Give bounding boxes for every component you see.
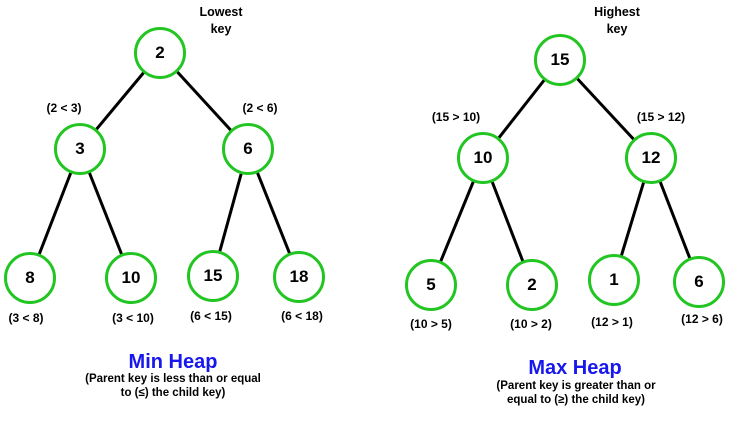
max-relation-6: (12 > 6) (681, 312, 723, 326)
max-heap-caption: (Parent key is greater than or equal to … (496, 379, 655, 407)
min-heap-leaf-2: 10 (105, 252, 157, 304)
lowest-key-line2: key (210, 22, 232, 36)
min-heap-caption-line2: to (≤) the child key) (120, 387, 226, 399)
lowest-key-line1: Lowest (199, 5, 243, 19)
max-relation-2: (15 > 12) (636, 110, 686, 124)
min-heap-node-right: 6 (222, 123, 274, 175)
max-heap-node-right: 12 (625, 132, 677, 184)
min-heap-leaf-3: 15 (187, 250, 239, 302)
max-heap-title: Max Heap (528, 357, 622, 379)
max-relation-5: (12 > 1) (591, 315, 633, 329)
min-heap-leaf-4: 18 (273, 251, 325, 303)
min-relation-2: (2 < 6) (242, 101, 278, 115)
min-relation-4: (3 < 10) (112, 311, 154, 325)
min-relation-6: (6 < 18) (281, 309, 323, 323)
max-heap-leaf-3: 1 (588, 254, 640, 306)
min-heap-node-left: 3 (54, 123, 106, 175)
max-relation-3: (10 > 5) (410, 317, 452, 331)
max-heap-node-left: 10 (457, 132, 509, 184)
min-heap-node-root: 2 (134, 27, 186, 79)
min-heap-caption: (Parent key is less than or equal to (≤)… (85, 372, 261, 400)
highest-key-line1: Highest (594, 5, 640, 19)
max-heap-leaf-1: 5 (405, 259, 457, 311)
max-heap-caption-line2: equal to (≥) the child key) (507, 394, 645, 406)
highest-key-label: Highest key (594, 4, 640, 38)
min-relation-5: (6 < 15) (190, 309, 232, 323)
min-heap-title: Min Heap (128, 351, 218, 373)
min-heap-caption-line1: (Parent key is less than or equal (85, 373, 261, 385)
min-heap-leaf-1: 8 (4, 252, 56, 304)
highest-key-line2: key (606, 22, 628, 36)
max-heap-node-root: 15 (534, 34, 586, 86)
min-relation-1: (2 < 3) (46, 101, 82, 115)
max-heap-leaf-4: 6 (673, 256, 725, 308)
max-heap-caption-line1: (Parent key is greater than or (496, 380, 656, 392)
max-relation-1: (15 > 10) (431, 110, 481, 124)
min-relation-3: (3 < 8) (8, 311, 44, 325)
max-relation-4: (10 > 2) (510, 317, 552, 331)
max-heap-leaf-2: 2 (506, 259, 558, 311)
lowest-key-label: Lowest key (199, 4, 242, 38)
